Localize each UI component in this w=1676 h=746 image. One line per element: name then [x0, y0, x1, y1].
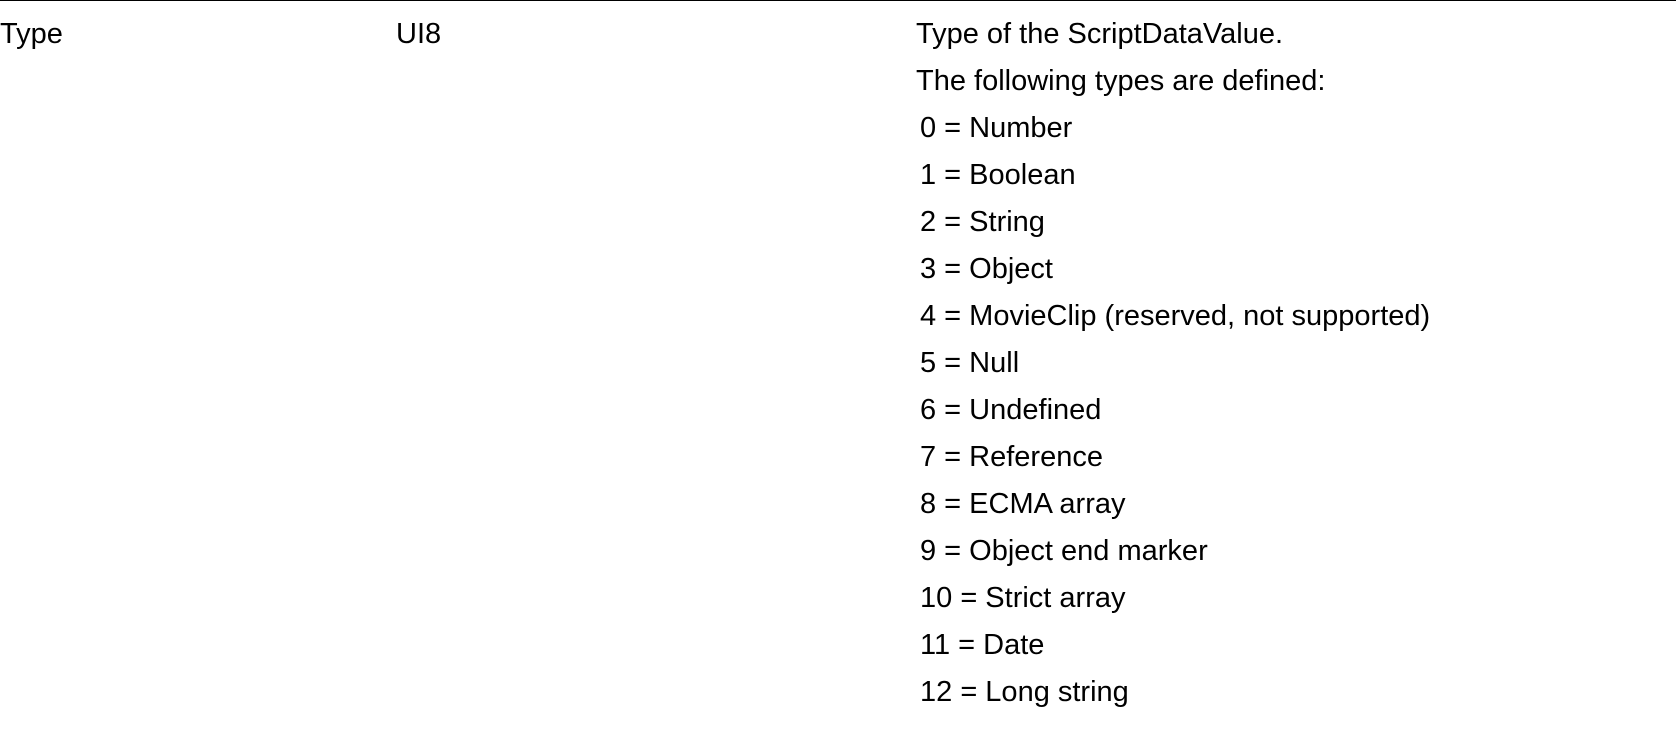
type-value-item: 5 = Null	[920, 347, 1020, 379]
field-type-cell: UI8	[396, 18, 442, 50]
description-intro: The following types are defined:	[916, 65, 1326, 97]
type-value-item: 8 = ECMA array	[920, 488, 1126, 520]
type-value-item: 6 = Undefined	[920, 394, 1102, 426]
type-value-item: 1 = Boolean	[920, 159, 1076, 191]
description-title: Type of the ScriptDataValue.	[916, 18, 1284, 50]
type-value-item: 12 = Long string	[920, 676, 1129, 708]
table-top-rule	[0, 0, 1676, 1]
type-value-item: 0 = Number	[920, 112, 1073, 144]
type-value-item: 2 = String	[920, 206, 1045, 238]
type-value-item: 9 = Object end marker	[920, 535, 1208, 567]
type-value-item: 4 = MovieClip (reserved, not supported)	[920, 300, 1431, 332]
type-value-item: 10 = Strict array	[920, 582, 1126, 614]
type-value-item: 11 = Date	[920, 629, 1045, 661]
type-value-item: 7 = Reference	[920, 441, 1103, 473]
field-name-cell: Type	[0, 18, 63, 50]
field-description-cell: Type of the ScriptDataValue. The followi…	[916, 11, 1430, 716]
type-value-list: 0 = Number 1 = Boolean 2 = String 3 = Ob…	[916, 105, 1430, 716]
type-value-item: 3 = Object	[920, 253, 1053, 285]
